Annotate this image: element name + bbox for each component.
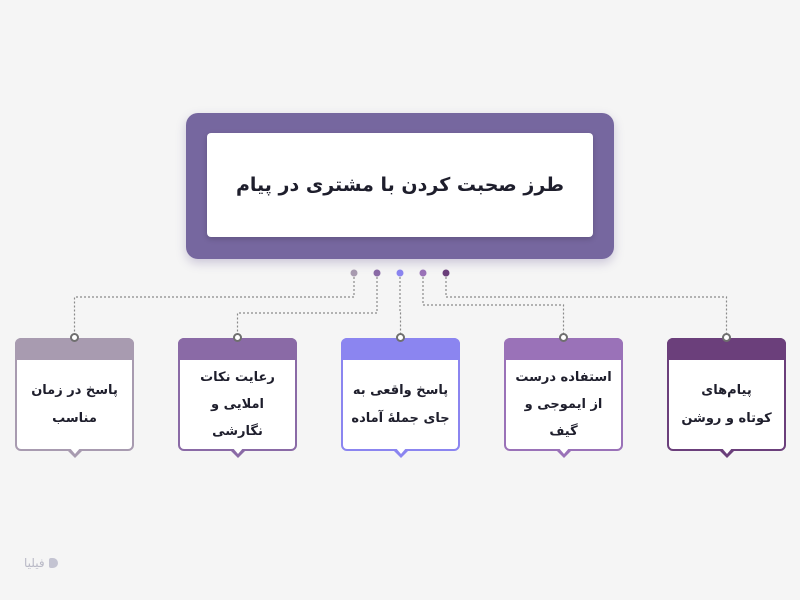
card-label: استفاده درست از ایموجی و گیف: [506, 360, 621, 449]
card-label: رعایت نکات املایی و نگارشی: [180, 360, 295, 449]
connector-node: [233, 332, 242, 342]
card-label-line-1: رعایت نکات: [200, 369, 275, 385]
diagram-title: طرز صحبت کردن با مشتری در پیام: [235, 174, 565, 196]
card-pointer: [229, 447, 246, 458]
card-header: [15, 338, 134, 360]
branch-dot: [373, 269, 381, 277]
connector-node: [70, 332, 79, 342]
card-label: پاسخ در زمان مناسب: [17, 360, 132, 449]
card-label-line-1: پاسخ واقعی به: [352, 383, 449, 399]
card-label-line-2: املایی و نگارشی: [210, 396, 264, 440]
card-label-line-2: جای جملهٔ آماده: [351, 410, 450, 426]
card-label-line-2: مناسب: [52, 410, 97, 426]
branch-card: پاسخ واقعی به جای جملهٔ آماده: [341, 338, 460, 458]
connector-line: [236, 273, 378, 337]
card-label-line-2: از ایموجی و گیف: [524, 396, 603, 440]
connector-line: [445, 273, 728, 337]
card-pointer: [392, 447, 409, 458]
card-header: [504, 338, 623, 360]
branch-dot: [419, 269, 427, 277]
connector-line: [399, 273, 402, 337]
card-label-line-2: کوتاه و روشن: [681, 410, 772, 426]
card-label-line-1: پیام‌های: [701, 383, 752, 399]
branch-dot: [396, 269, 404, 277]
brand-watermark: فیلیا: [24, 556, 58, 570]
brand-logo-icon: [48, 558, 58, 568]
card-header: [667, 338, 786, 360]
connector-line: [422, 273, 565, 337]
branch-card: استفاده درست از ایموجی و گیف: [504, 338, 623, 458]
card-label: پیام‌های کوتاه و روشن: [669, 360, 784, 449]
branch-dot: [350, 269, 358, 277]
connector-line: [73, 273, 355, 337]
connector-node: [722, 332, 731, 342]
card-label: پاسخ واقعی به جای جملهٔ آماده: [343, 360, 458, 449]
card-label-line-1: استفاده درست: [515, 369, 612, 385]
card-label-line-1: پاسخ در زمان: [31, 383, 118, 399]
card-pointer: [718, 447, 735, 458]
card-header: [178, 338, 297, 360]
connector-node: [559, 332, 568, 342]
card-pointer: [66, 447, 83, 458]
title-box: طرز صحبت کردن با مشتری در پیام: [207, 133, 593, 237]
branch-card: پیام‌های کوتاه و روشن: [667, 338, 786, 458]
branch-dot: [442, 269, 450, 277]
card-pointer: [555, 447, 572, 458]
brand-name: فیلیا: [24, 556, 45, 570]
branch-card: رعایت نکات املایی و نگارشی: [178, 338, 297, 458]
card-header: [341, 338, 460, 360]
branch-card: پاسخ در زمان مناسب: [15, 338, 134, 458]
connector-node: [396, 332, 405, 342]
